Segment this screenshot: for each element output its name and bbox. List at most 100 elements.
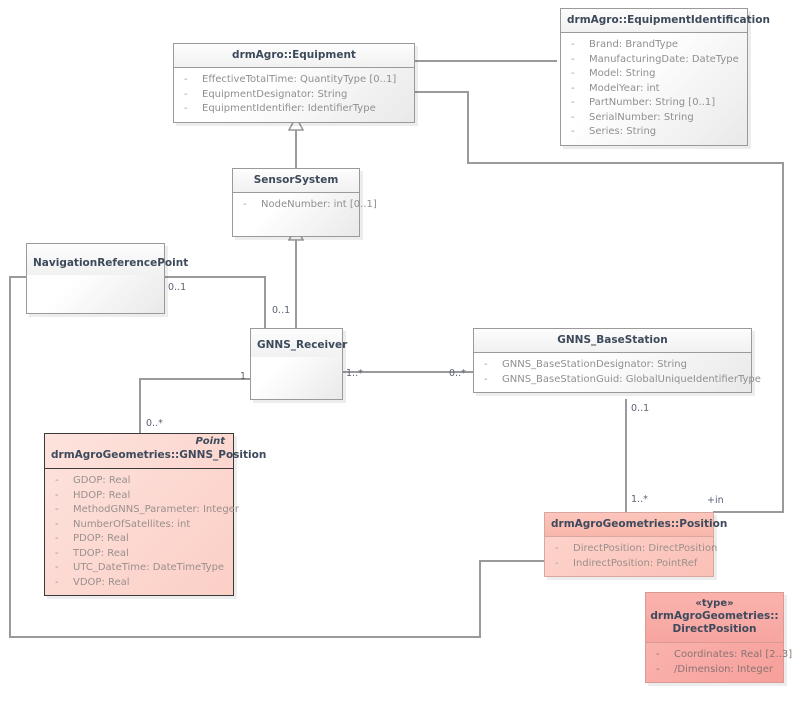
attribute-row: - GNNS_BaseStationGuid: GlobalUniqueIdent… bbox=[478, 373, 761, 388]
class-sensor-system[interactable]: SensorSystem - NodeNumber: int [0..1] bbox=[232, 168, 377, 237]
visibility-private-icon: - bbox=[184, 103, 188, 114]
visibility-private-icon: - bbox=[243, 199, 247, 210]
visibility-private-icon: - bbox=[484, 373, 488, 385]
attribute-compartment: - Coordinates: Real [2..3] - /Dimension: I… bbox=[646, 643, 792, 682]
visibility-private-icon: - bbox=[55, 547, 59, 559]
attribute-text: MethodGNNS_Parameter: Integer bbox=[73, 504, 239, 515]
class-title-line2: DirectPosition bbox=[672, 623, 757, 635]
class-navigation-reference-point[interactable]: NavigationReferencePoint bbox=[26, 243, 188, 314]
attribute-text: DirectPosition: DirectPosition bbox=[573, 543, 718, 554]
attribute-row: -ModelYear: int bbox=[565, 82, 743, 97]
attribute-row: - UTC_DateTime: DateTimeType bbox=[49, 561, 229, 576]
class-gnns-position[interactable]: Point drmAgroGeometries::GNNS_Position -… bbox=[44, 433, 267, 596]
visibility-private-icon: - bbox=[571, 39, 575, 50]
attribute-text: EffectiveTotalTime: QuantityType [0..1] bbox=[202, 74, 397, 85]
attribute-row: - Coordinates: Real [2..3] bbox=[650, 648, 792, 663]
attribute-row: - GDOP: Real bbox=[49, 474, 229, 489]
class-direct-position[interactable]: «type» drmAgroGeometries:: DirectPositio… bbox=[645, 592, 792, 683]
attribute-text: ManufacturingDate: DateType bbox=[589, 53, 739, 65]
visibility-private-icon: - bbox=[571, 82, 575, 94]
multiplicity-receiver-to-basestation: 1..* bbox=[346, 368, 363, 379]
attribute-row: - Brand: BrandType bbox=[565, 38, 743, 53]
multiplicity-position-from-basestation: 1..* bbox=[631, 494, 648, 505]
visibility-private-icon: - bbox=[184, 88, 188, 100]
multiplicity-receiver-to-sensorsystem: 0..1 bbox=[272, 305, 291, 316]
compartment-separator bbox=[174, 67, 414, 68]
visibility-private-icon: - bbox=[571, 126, 575, 137]
class-title: drmAgro::EquipmentIdentification bbox=[561, 9, 770, 32]
attribute-text: Brand: BrandType bbox=[589, 39, 679, 50]
attribute-row: -PartNumber: String [0..1] bbox=[565, 96, 743, 111]
attribute-text: VDOP: Real bbox=[73, 576, 130, 588]
attribute-compartment: - GDOP: Real - HDOP: Real - MethodGNNS_Para… bbox=[45, 469, 239, 595]
attribute-text: EquipmentDesignator: String bbox=[202, 88, 348, 100]
attribute-text: UTC_DateTime: DateTimeType bbox=[73, 562, 225, 573]
attribute-text: IndirectPosition: PointRef bbox=[573, 557, 698, 569]
attribute-row: - TDOP: Real bbox=[49, 547, 229, 562]
visibility-private-icon: - bbox=[55, 533, 59, 544]
attribute-row: - VDOP: Real bbox=[49, 576, 229, 591]
attribute-text: Series: String bbox=[589, 126, 657, 137]
attribute-row: - DirectPosition: DirectPosition bbox=[549, 542, 717, 557]
attribute-text: GNNS_BaseStationDesignator: String bbox=[502, 359, 687, 370]
multiplicity-basestation-from-receiver: 0..* bbox=[449, 368, 466, 379]
multiplicity-gnns-position-end: 0..* bbox=[146, 418, 163, 429]
class-title-line1: drmAgroGeometries:: bbox=[650, 610, 779, 622]
attribute-text: Model: String bbox=[589, 68, 656, 79]
visibility-private-icon: - bbox=[55, 489, 59, 501]
attribute-row: - GNNS_BaseStationDesignator: String bbox=[478, 358, 747, 373]
class-equipment[interactable]: drmAgro::Equipment -EffectiveTotalTime: … bbox=[173, 43, 415, 123]
class-gnns-base-station[interactable]: GNNS_BaseStation - GNNS_BaseStationDesign… bbox=[473, 328, 761, 393]
visibility-private-icon: - bbox=[656, 663, 660, 675]
attribute-text: SerialNumber: String bbox=[589, 111, 694, 123]
attribute-text: NumberOfSatellites: int bbox=[73, 518, 191, 530]
visibility-private-icon: - bbox=[55, 518, 59, 530]
attribute-row: - IndirectPosition: PointRef bbox=[549, 557, 709, 572]
visibility-private-icon: - bbox=[55, 475, 59, 486]
attribute-row: - Series: String bbox=[565, 125, 743, 140]
multiplicity-nrp-to-receiver: 0..1 bbox=[168, 282, 187, 293]
attribute-text: HDOP: Real bbox=[73, 489, 131, 501]
attribute-compartment: - GNNS_BaseStationDesignator: String - GNN… bbox=[474, 353, 761, 392]
attribute-text: NodeNumber: int [0..1] bbox=[261, 199, 377, 210]
attribute-row: -EffectiveTotalTime: QuantityType [0..1] bbox=[178, 73, 410, 88]
visibility-private-icon: - bbox=[55, 562, 59, 573]
class-title: GNNS_Receiver bbox=[251, 329, 347, 357]
attribute-text: Coordinates: Real [2..3] bbox=[674, 649, 793, 660]
class-title: «type» drmAgroGeometries:: DirectPositio… bbox=[646, 593, 783, 642]
class-title: SensorSystem bbox=[233, 169, 359, 192]
attribute-row: -PDOP: Real bbox=[49, 532, 229, 547]
compartment-separator bbox=[474, 352, 751, 353]
attribute-text: TDOP: Real bbox=[73, 547, 129, 559]
class-title: drmAgroGeometries::Position bbox=[545, 513, 727, 536]
compartment-separator bbox=[45, 468, 233, 469]
compartment-separator bbox=[545, 536, 713, 537]
visibility-private-icon: - bbox=[571, 97, 575, 108]
class-title: GNNS_BaseStation bbox=[474, 329, 751, 352]
visibility-private-icon: - bbox=[571, 111, 575, 123]
class-position[interactable]: drmAgroGeometries::Position - DirectPosit… bbox=[544, 512, 727, 577]
attribute-text: GDOP: Real bbox=[73, 475, 131, 486]
compartment-separator bbox=[233, 192, 359, 193]
attribute-compartment: - DirectPosition: DirectPosition - Indirec… bbox=[545, 537, 717, 576]
attribute-row: - HDOP: Real bbox=[49, 489, 229, 504]
attribute-row: -Model: String bbox=[565, 67, 743, 82]
compartment-separator bbox=[561, 32, 747, 33]
attribute-row: - SerialNumber: String bbox=[565, 111, 743, 126]
attribute-row: - EquipmentDesignator: String bbox=[178, 88, 410, 103]
class-equipment-identification[interactable]: drmAgro::EquipmentIdentification - Brand:… bbox=[560, 8, 770, 146]
attribute-text: GNNS_BaseStationGuid: GlobalUniqueIdenti… bbox=[502, 373, 761, 385]
class-gnns-receiver[interactable]: GNNS_Receiver bbox=[250, 328, 347, 400]
attribute-text: /Dimension: Integer bbox=[674, 663, 774, 675]
class-title: drmAgroGeometries::GNNS_Position bbox=[51, 449, 267, 461]
visibility-private-icon: - bbox=[555, 543, 559, 554]
visibility-private-icon: - bbox=[55, 576, 59, 588]
multiplicity-receiver-to-position: 1 bbox=[240, 371, 247, 382]
visibility-private-icon: - bbox=[656, 649, 660, 660]
visibility-private-icon: - bbox=[55, 504, 59, 515]
multiplicity-basestation-to-position: 0..1 bbox=[631, 403, 650, 414]
visibility-private-icon: - bbox=[484, 359, 488, 370]
visibility-private-icon: - bbox=[555, 557, 559, 569]
attribute-row: - NumberOfSatellites: int bbox=[49, 518, 229, 533]
